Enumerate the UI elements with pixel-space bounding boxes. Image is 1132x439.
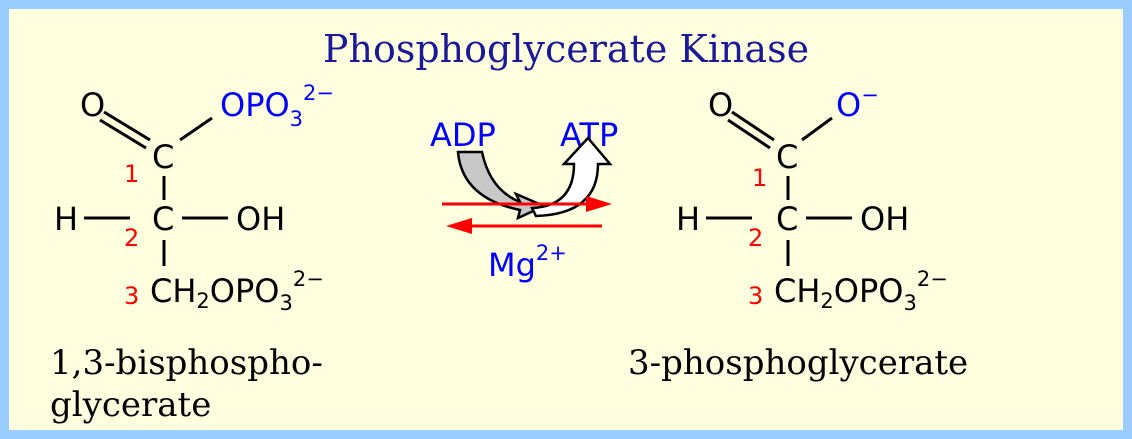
substrate-hydroxyl: OH: [236, 200, 285, 238]
substrate-c2-number: 2: [124, 224, 139, 252]
substrate-c1-o-bond: [179, 116, 213, 142]
product-c2-number: 2: [748, 224, 763, 252]
product-name: 3-phosphoglycerate: [628, 343, 968, 383]
adp-label: ADP: [430, 116, 496, 154]
product-c1-o-bond: [801, 116, 833, 142]
substrate-name-line1: 1,3-bisphospho-: [50, 343, 323, 383]
magnesium-cofactor: Mg2+: [488, 241, 567, 284]
substrate-c2: C: [152, 200, 174, 238]
product-hydroxyl: OH: [860, 200, 909, 238]
atp-curved-arrow-icon: [530, 136, 613, 218]
substrate-hydrogen: H: [54, 200, 78, 238]
substrate-c1: C: [152, 138, 174, 176]
substrate-c3-group: CH2OPO32−: [150, 267, 324, 315]
substrate-double-bond-b: [99, 118, 147, 150]
substrate-c1-group: OPO32−: [220, 81, 334, 131]
substrate-carbonyl-oxygen: O: [80, 86, 105, 124]
diagram-title: Phosphoglycerate Kinase: [323, 27, 809, 71]
substrate-c1-number: 1: [124, 160, 139, 188]
reverse-reaction-arrow-icon: [446, 218, 472, 234]
product-c3-number: 3: [748, 282, 763, 310]
substrate-name-line2: glycerate: [50, 385, 211, 425]
forward-reaction-arrow-icon: [586, 196, 612, 212]
substrate-c3-number: 3: [124, 282, 139, 310]
substrate-structure: O OPO32− C 1 H 2 C OH 3 CH2OPO32−: [54, 81, 334, 315]
product-hydrogen: H: [676, 200, 700, 238]
substrate-double-bond-a: [103, 110, 151, 142]
reaction-center: ADP ATP Mg2+: [430, 116, 618, 284]
product-c2: C: [776, 200, 798, 238]
product-double-bond-a: [731, 110, 775, 142]
product-c3-group: CH2OPO32−: [774, 267, 948, 315]
product-carbonyl-oxygen: O: [708, 86, 733, 124]
product-c1-group: O−: [836, 83, 879, 124]
product-c1: C: [776, 138, 798, 176]
product-structure: O O− C 1 H 2 C OH 3 CH2OPO32−: [676, 83, 948, 315]
product-double-bond-b: [727, 118, 771, 150]
product-c1-number: 1: [752, 164, 767, 192]
